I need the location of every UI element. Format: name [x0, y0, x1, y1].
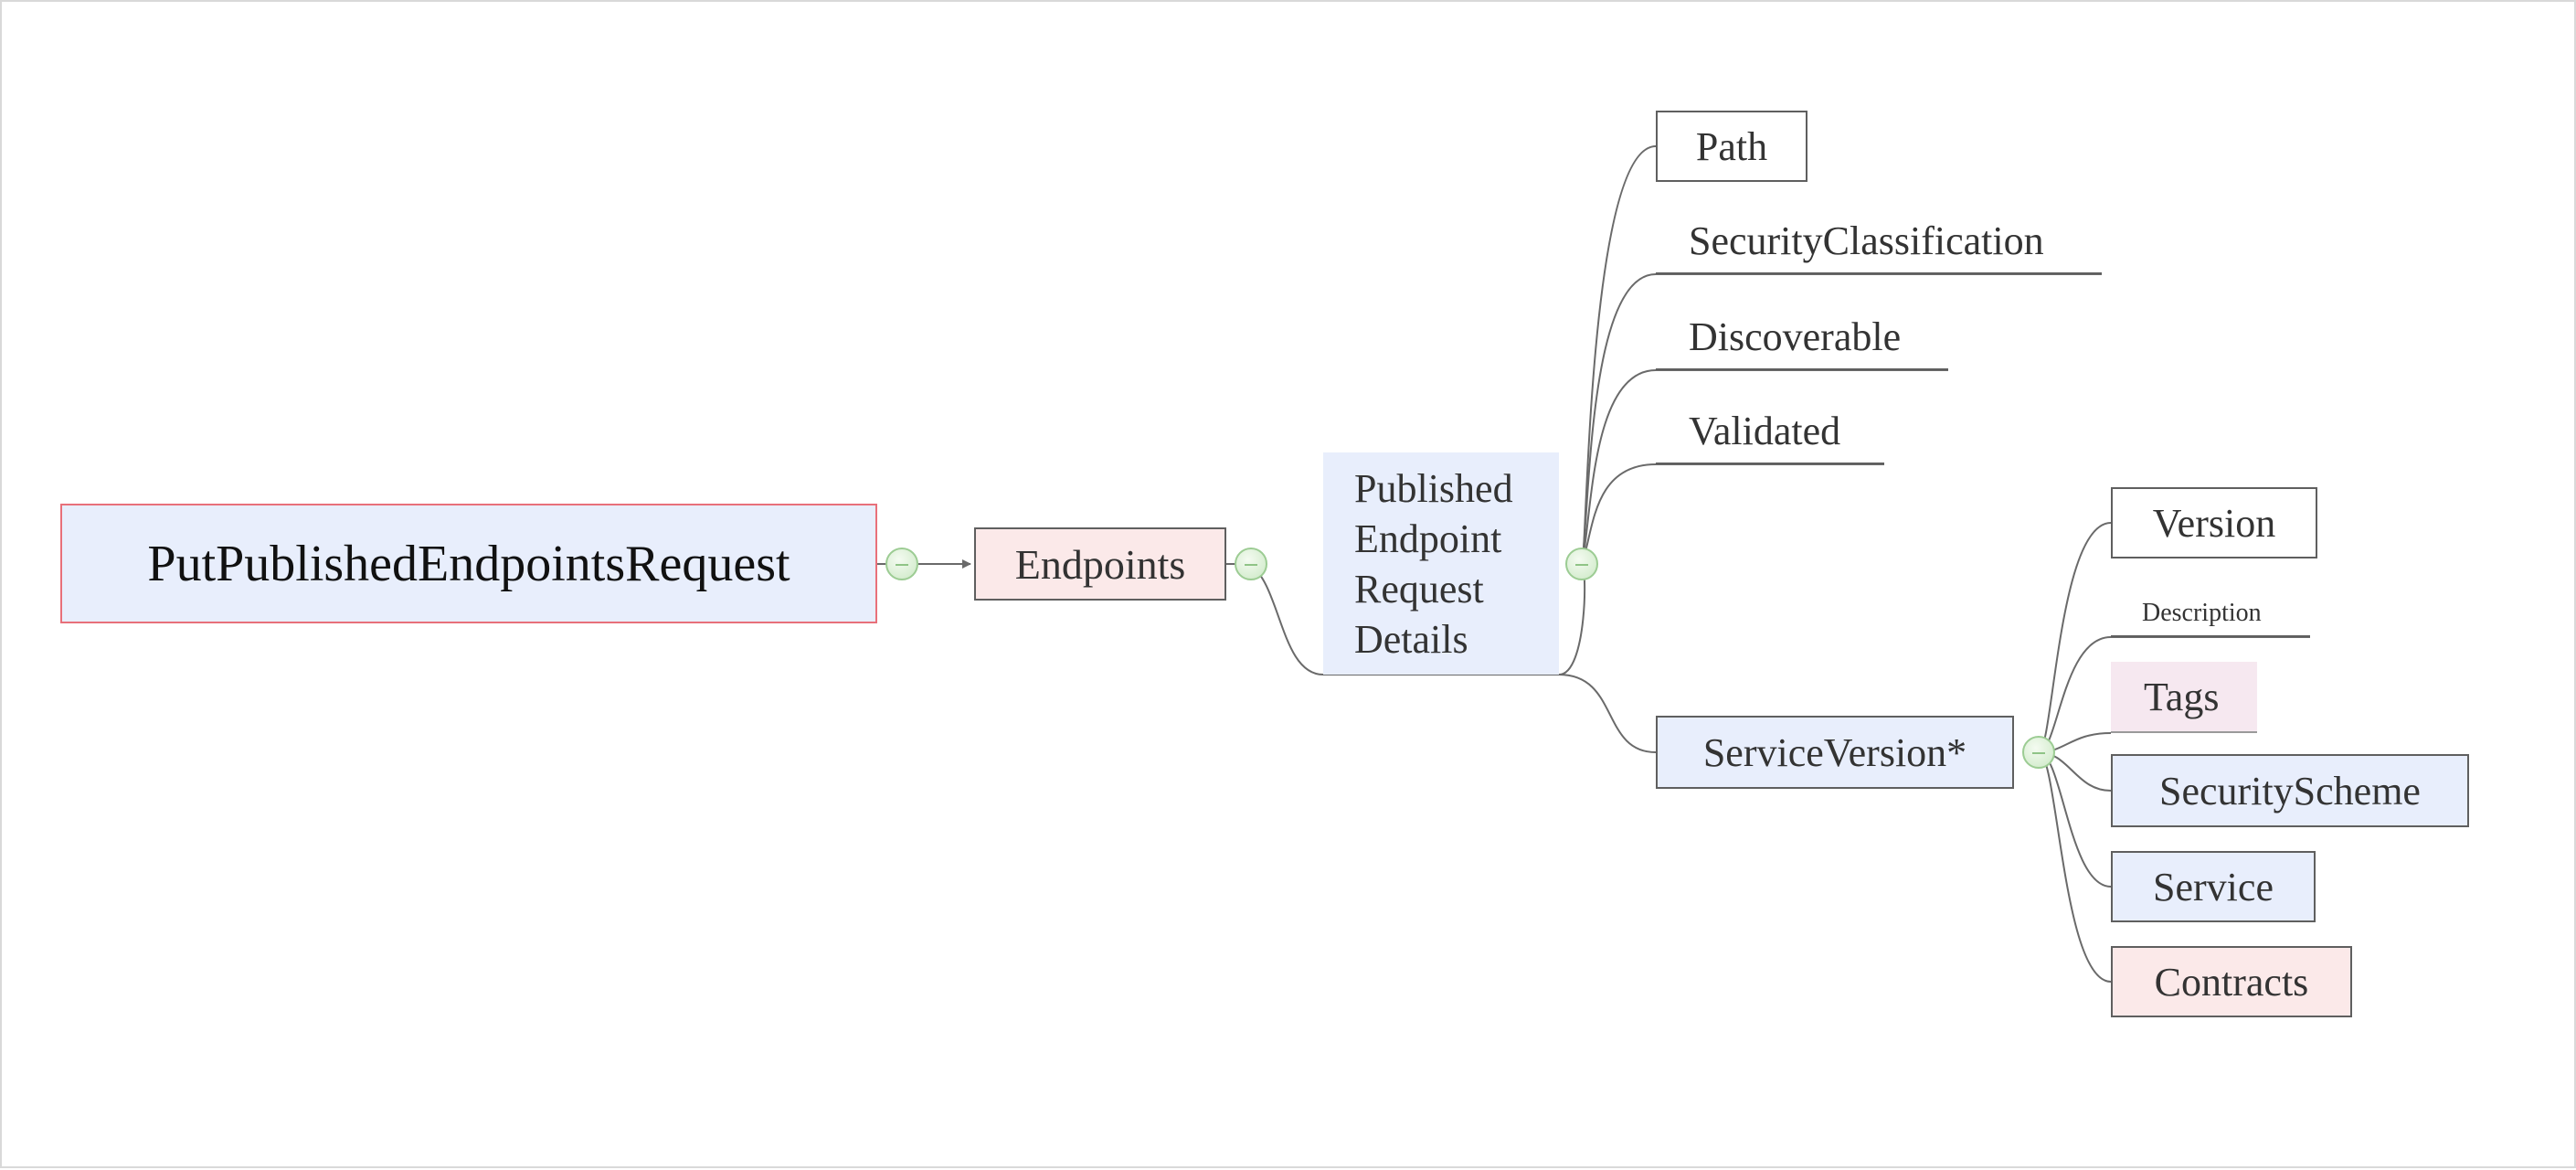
link-details-validated — [1581, 463, 1884, 565]
link-details-discoverable — [1581, 369, 1948, 565]
security-scheme-node[interactable]: SecurityScheme — [2111, 754, 2469, 827]
service-label: Service — [2153, 864, 2274, 909]
security-classification-node[interactable]: SecurityClassification — [1656, 208, 2102, 274]
path-node-label: Path — [1695, 123, 1768, 169]
security-scheme-label: SecurityScheme — [2159, 768, 2421, 814]
description-label: Description — [2142, 599, 2262, 627]
path-node[interactable]: Path — [1656, 111, 1807, 182]
validated-label: Validated — [1689, 408, 1841, 453]
link-details-serviceversion — [1558, 674, 1657, 753]
discoverable-label: Discoverable — [1689, 314, 1902, 359]
details-node-label: Published Endpoint Request Details — [1354, 465, 1513, 662]
link-details-secclass — [1581, 273, 2102, 565]
published-endpoint-request-details-node[interactable]: Published Endpoint Request Details — [1323, 452, 1559, 675]
collapse-toggle-icon[interactable] — [1235, 548, 1267, 580]
version-label: Version — [2152, 500, 2276, 546]
tags-label: Tags — [2144, 674, 2220, 719]
contracts-node[interactable]: Contracts — [2111, 946, 2352, 1017]
link-sv-contracts — [2038, 751, 2112, 983]
root-node[interactable]: PutPublishedEndpointsRequest — [60, 504, 877, 623]
version-node[interactable]: Version — [2111, 487, 2317, 558]
link-sv-version — [2038, 522, 2112, 753]
security-classification-label: SecurityClassification — [1689, 218, 2044, 263]
endpoints-node-label: Endpoints — [1014, 540, 1186, 588]
discoverable-node[interactable]: Discoverable — [1656, 304, 1948, 370]
link-details-path — [1558, 145, 1657, 675]
description-node[interactable]: Description — [2111, 591, 2310, 637]
contracts-label: Contracts — [2154, 959, 2309, 1005]
tags-node[interactable]: Tags — [2111, 662, 2257, 733]
service-version-node[interactable]: ServiceVersion* — [1656, 716, 2014, 789]
service-version-label: ServiceVersion* — [1702, 729, 1967, 775]
service-node[interactable]: Service — [2111, 851, 2316, 922]
root-node-label: PutPublishedEndpointsRequest — [147, 535, 790, 592]
collapse-toggle-icon[interactable] — [1565, 548, 1598, 580]
collapse-toggle-icon[interactable] — [885, 548, 918, 580]
validated-node[interactable]: Validated — [1656, 399, 1884, 464]
endpoints-node[interactable]: Endpoints — [974, 527, 1226, 601]
collapse-toggle-icon[interactable] — [2022, 736, 2055, 769]
